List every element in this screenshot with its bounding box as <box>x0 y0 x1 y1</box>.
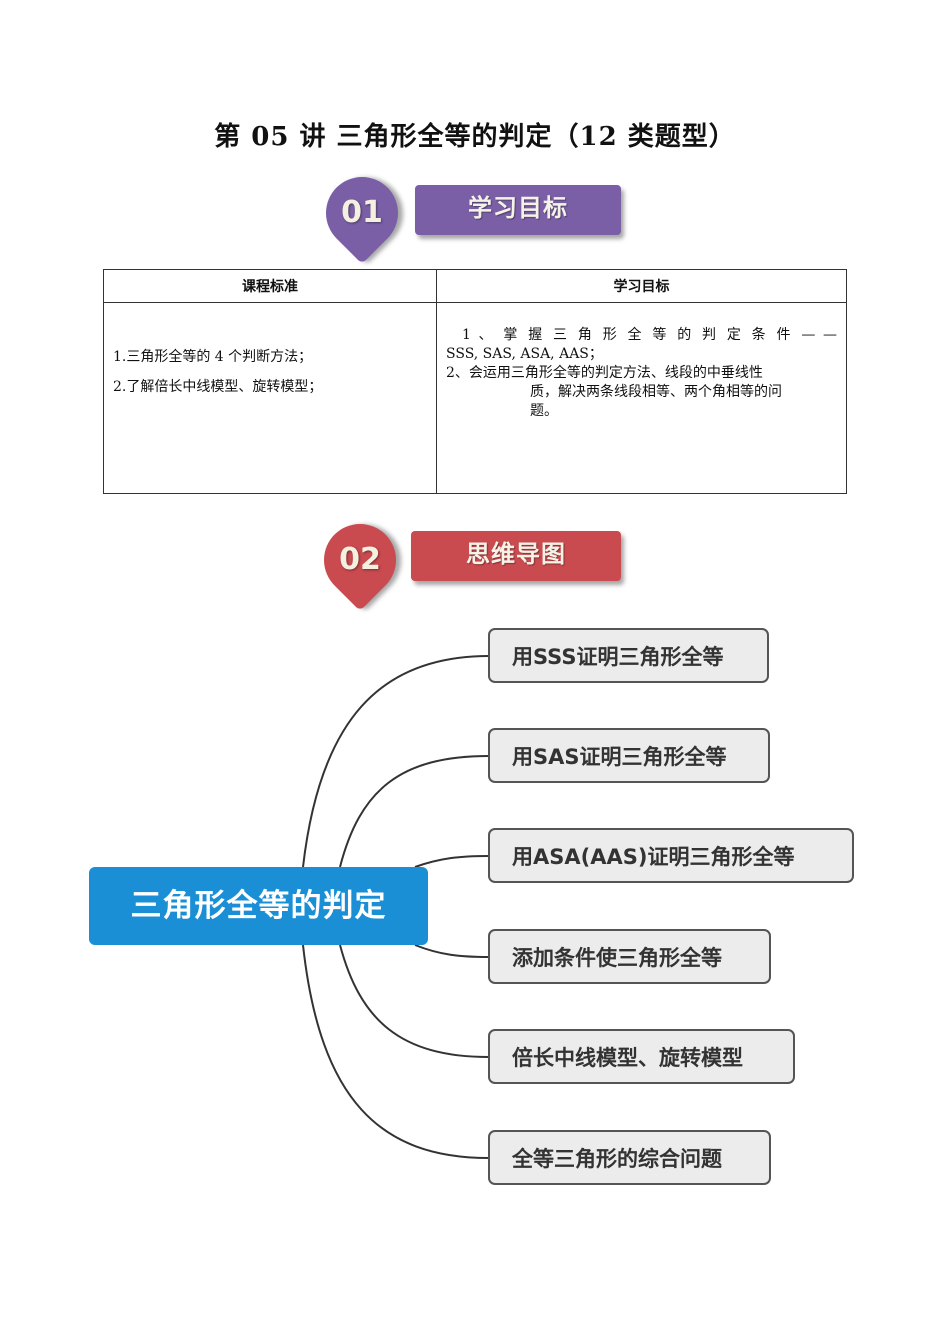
list-item-continuation: 质，解决两条线段相等、两个角相等的问 <box>530 384 782 400</box>
list-item: 1.三角形全等的 4 个判断方法； <box>113 349 313 365</box>
connector <box>414 855 490 868</box>
mind-map-branch: 倍长中线模型、旋转模型 <box>488 1029 795 1084</box>
mind-map-branch: 添加条件使三角形全等 <box>488 929 771 984</box>
table-row: 1.三角形全等的 4 个判断方法； 2.了解倍长中线模型、旋转模型； 1 、 掌… <box>103 302 847 494</box>
connector <box>302 944 490 1159</box>
mind-map-branch: 用ASA(AAS)证明三角形全等 <box>488 828 854 883</box>
list-item: 2、会运用三角形全等的判定方法、线段的中垂线性 <box>446 365 763 381</box>
table-cell-goals: 1 、 掌 握 三 角 形 全 等 的 判 定 条 件 — — SSS, SAS… <box>436 302 847 494</box>
section-label: 学习目标 <box>415 185 621 235</box>
connector <box>339 944 490 1058</box>
mind-map-branch: 用SAS证明三角形全等 <box>488 728 770 783</box>
connector <box>339 755 490 868</box>
table-header: 学习目标 <box>436 269 847 303</box>
section-number: 01 <box>341 195 383 230</box>
section-number: 02 <box>339 542 381 577</box>
list-item: 1 、 掌 握 三 角 形 全 等 的 判 定 条 件 — — <box>462 327 837 343</box>
mind-map-center: 三角形全等的判定 <box>89 867 428 945</box>
mind-map-branch: 用SSS证明三角形全等 <box>488 628 769 683</box>
list-item-continuation: 题。 <box>530 403 558 419</box>
table-cell-standards: 1.三角形全等的 4 个判断方法； 2.了解倍长中线模型、旋转模型； <box>103 302 437 494</box>
mind-map-branch: 全等三角形的综合问题 <box>488 1130 771 1185</box>
list-item: 2.了解倍长中线模型、旋转模型； <box>113 379 323 395</box>
table-header-row: 课程标准 学习目标 <box>103 269 847 303</box>
list-item-continuation: SSS, SAS, ASA, AAS； <box>446 346 603 362</box>
connector <box>302 655 490 868</box>
page-title: 第 05 讲 三角形全等的判定（12 类题型） <box>214 122 736 152</box>
goals-table: 课程标准 学习目标 1.三角形全等的 4 个判断方法； 2.了解倍长中线模型、旋… <box>103 269 847 494</box>
section-label: 思维导图 <box>411 531 621 581</box>
connector <box>414 944 490 958</box>
